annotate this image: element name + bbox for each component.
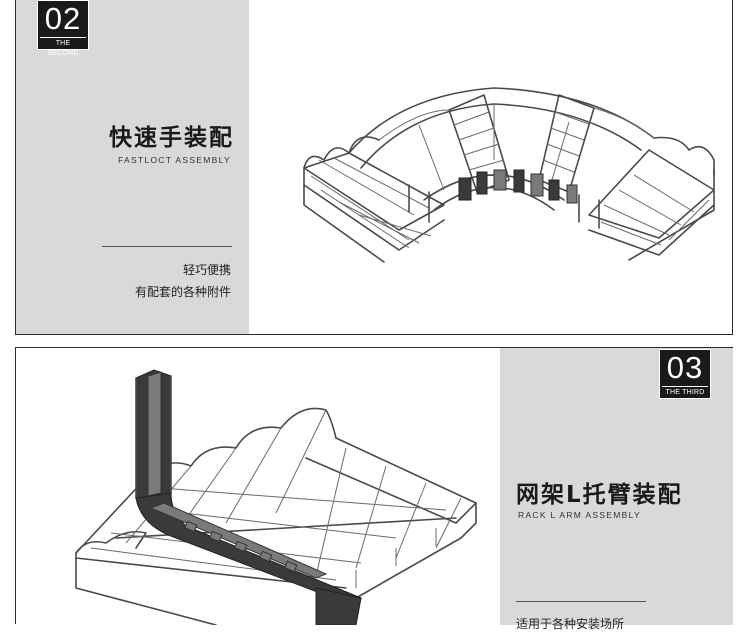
description-line: 适用于各种安装场所 <box>516 617 625 631</box>
description: 轻巧便携 有配套的各种附件 <box>135 259 231 303</box>
info-panel: 02 THE SECOND 快速手装配 FASTLOCT ASSEMBLY 轻巧… <box>16 0 249 334</box>
description-line: 有配套的各种附件 <box>134 285 231 299</box>
section-title: 快速手装配 <box>109 125 234 151</box>
section-subtitle: FASTLOCT ASSEMBLY <box>118 155 231 165</box>
divider <box>516 601 646 602</box>
section-subtitle: RACK L ARM ASSEMBLY <box>518 510 641 520</box>
badge-number: 02 <box>44 1 82 36</box>
section-number-badge: 02 THE SECOND <box>37 0 89 57</box>
section-title: 网架L托臂装配 <box>516 482 683 508</box>
description: 适用于各种安装场所 <box>516 613 624 635</box>
l-arm-tray-drawing <box>75 369 477 626</box>
curved-tray-drawing <box>303 87 715 263</box>
section-number-badge: 03 THE THIRD <box>659 349 711 399</box>
badge-number: 03 <box>666 350 704 385</box>
description-line: 轻巧便携 <box>182 263 231 277</box>
curved-wire-tray-illustration <box>249 0 733 334</box>
section-rack-l-arm-assembly: 03 THE THIRD 网架L托臂装配 RACK L ARM ASSEMBLY… <box>15 347 733 631</box>
divider <box>102 246 232 247</box>
l-arm-wire-tray-illustration <box>16 348 500 626</box>
info-panel: 03 THE THIRD 网架L托臂装配 RACK L ARM ASSEMBLY… <box>500 348 733 631</box>
badge-caption: THE SECOND <box>40 37 86 59</box>
badge-caption: THE THIRD <box>662 386 708 398</box>
section-fastlock-assembly: 02 THE SECOND 快速手装配 FASTLOCT ASSEMBLY 轻巧… <box>15 0 733 335</box>
